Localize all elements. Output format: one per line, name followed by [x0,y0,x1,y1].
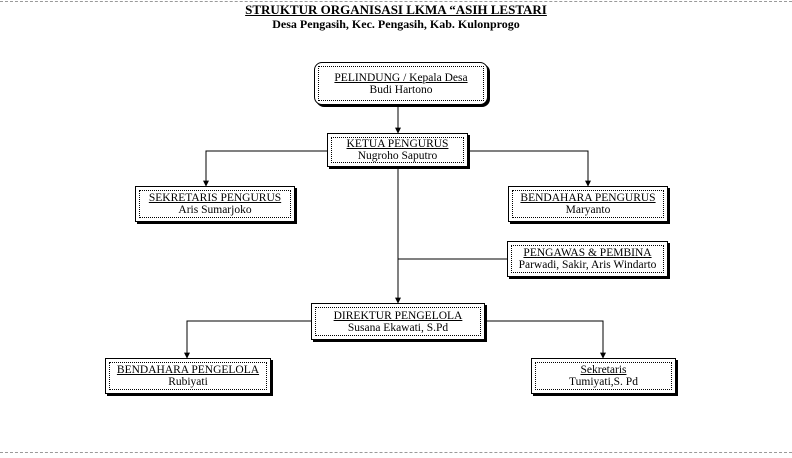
node-direktur-role: DIREKTUR PENGELOLA [333,309,463,322]
bottom-divider [0,452,792,453]
node-direktur-name: Susana Ekawati, S.Pd [347,321,449,334]
node-bendahara-pengurus-role: BENDAHARA PENGURUS [520,192,656,204]
node-direktur: DIREKTUR PENGELOLA Susana Ekawati, S.Pd [311,303,485,340]
node-bendahara-pengurus-name: Maryanto [565,204,611,216]
link-direktur-bendahara-pengelola [184,320,311,359]
chart-title: STRUKTUR ORGANISASI LKMA “ASIH LESTARI [245,2,547,17]
node-sekretaris-name: Tumiyati,S. Pd [569,376,638,388]
node-sekretaris-pengurus-role: SEKRETARIS PENGURUS [148,192,282,204]
node-bendahara-pengurus: BENDAHARA PENGURUS Maryanto [508,186,668,222]
node-pelindung-role: PELINDUNG / Kepala Desa [334,71,468,84]
node-sekretaris: Sekretaris Tumiyati,S. Pd [531,358,676,394]
node-pelindung: PELINDUNG / Kepala Desa Budi Hartono [314,62,488,105]
node-sekretaris-pengurus: SEKRETARIS PENGURUS Aris Sumarjoko [135,186,295,222]
node-pelindung-name: Budi Hartono [369,83,433,96]
node-pengawas-name: Parwadi, Sakir, Aris Windarto [518,259,657,271]
node-sekretaris-role: Sekretaris [580,364,627,376]
node-pengawas: PENGAWAS & PEMBINA Parwadi, Sakir, Aris … [507,241,668,277]
node-pengawas-role: PENGAWAS & PEMBINA [523,247,652,259]
node-ketua-role: KETUA PENGURUS [346,138,449,150]
link-ketua-bendahara-pengurus [468,150,591,187]
top-divider [0,1,792,2]
chart-subtitle: Desa Pengasih, Kec. Pengasih, Kab. Kulon… [272,17,520,31]
node-bendahara-pengelola: BENDAHARA PENGELOLA Rubiyati [105,358,271,394]
link-direktur-sekretaris [485,320,606,359]
node-sekretaris-pengurus-name: Aris Sumarjoko [178,204,252,216]
node-ketua-name: Nugroho Saputro [357,150,438,162]
node-bendahara-pengelola-name: Rubiyati [168,376,208,388]
node-bendahara-pengelola-role: BENDAHARA PENGELOLA [116,364,260,376]
link-ketua-sekretaris-pengurus [203,150,327,187]
node-ketua: KETUA PENGURUS Nugroho Saputro [327,133,468,167]
